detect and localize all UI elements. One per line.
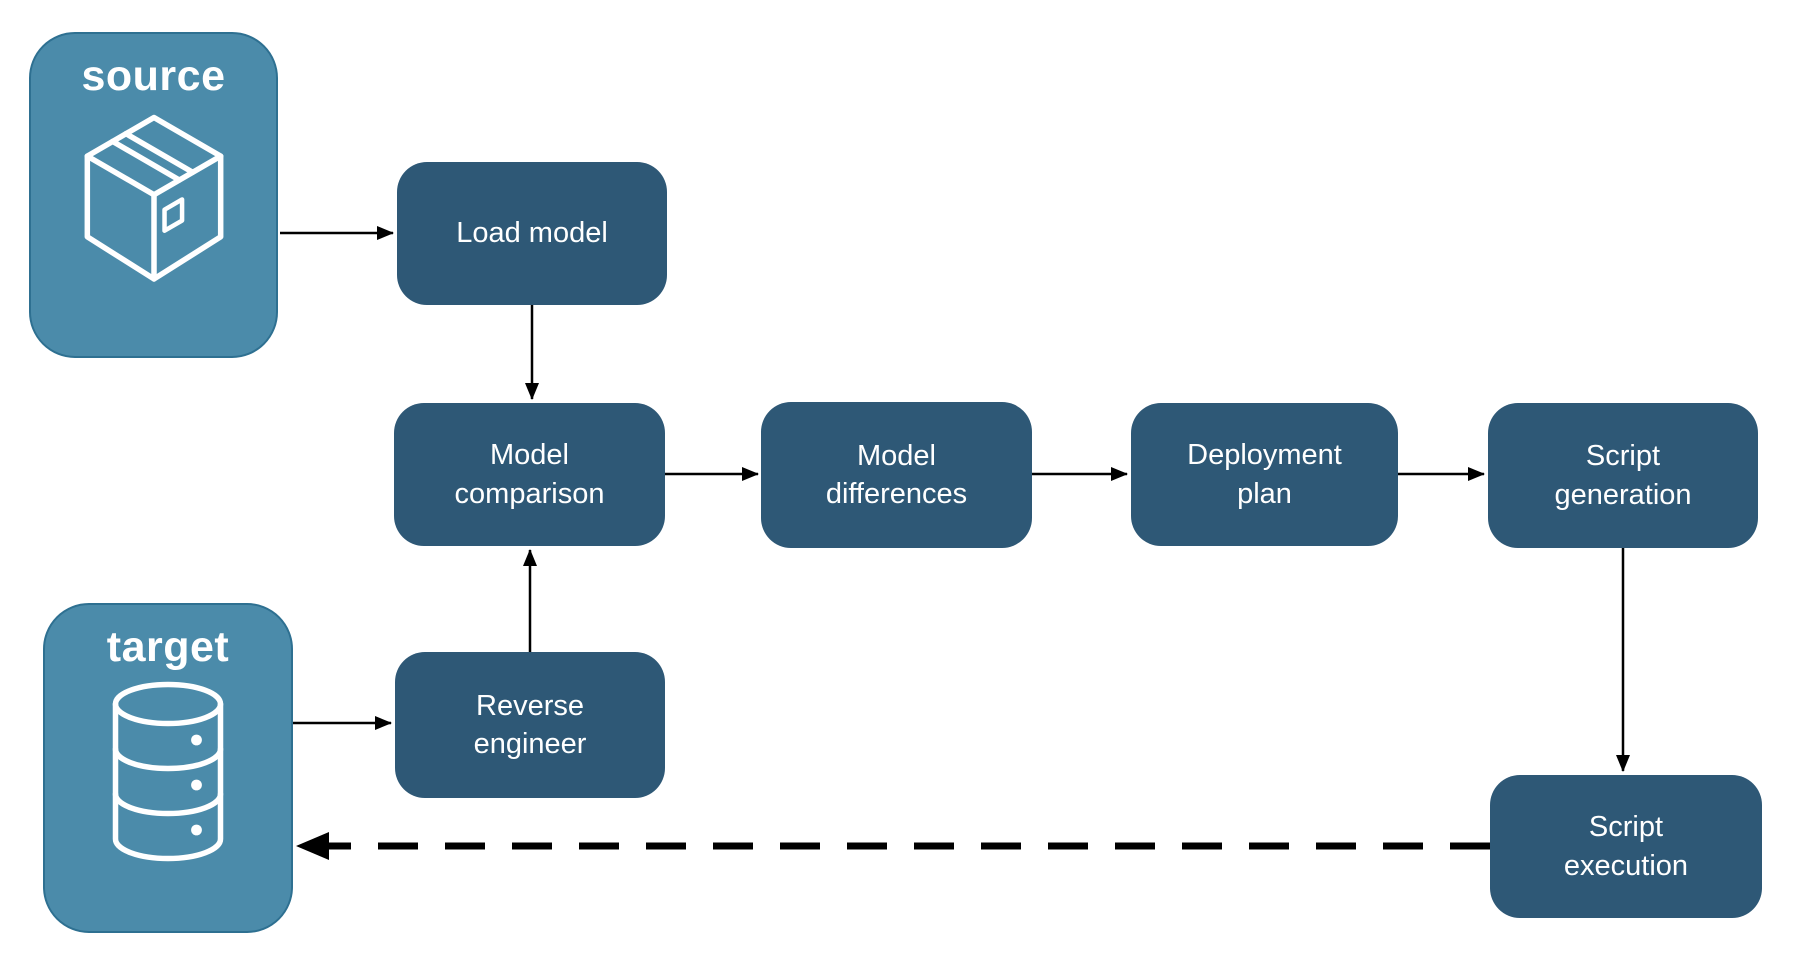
node-deployment-plan: Deployment plan [1131,403,1398,546]
node-deployment-plan-label: Deployment plan [1187,439,1342,510]
node-model-differences: Model differences [761,402,1032,548]
package-icon [66,107,242,293]
node-target: target [43,603,293,933]
node-script-execution-label: Script execution [1563,811,1689,882]
node-reverse-engineer-label: Reverse engineer [473,689,587,760]
node-model-comparison: Model comparison [394,403,665,546]
node-reverse-engineer: Reverse engineer [395,652,665,798]
node-source: source [29,32,278,358]
node-script-generation-label: Script generation [1554,440,1692,511]
node-model-comparison-label: Model comparison [454,439,605,510]
node-model-differences-label: Model differences [825,439,968,510]
node-target-label: target [106,623,230,671]
database-icon [93,678,243,874]
node-load-model: Load model [397,162,667,305]
node-script-execution: Script execution [1490,775,1762,918]
node-script-generation: Script generation [1488,403,1758,548]
node-load-model-label: Load model [456,217,608,250]
node-source-label: source [81,52,226,100]
